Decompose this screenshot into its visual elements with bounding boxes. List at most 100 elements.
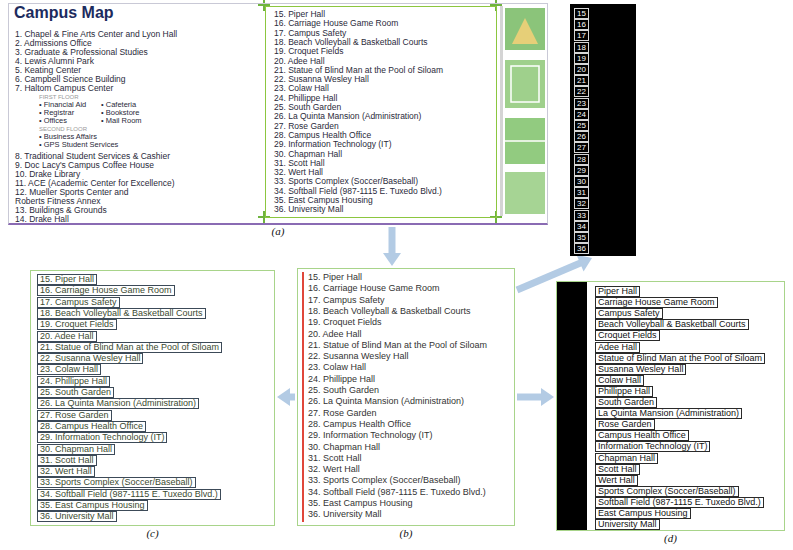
recognition-box: East Campus Housing [595,508,691,519]
sports-field [505,60,545,108]
detection-box: 16. Carriage House Game Room [37,285,175,296]
recognition-box: South Garden [595,397,657,408]
list-line: 15. Piper Hall [274,10,325,19]
box-text: 26 [577,132,586,141]
recognition-box: Wert Hall [595,475,638,486]
list-line: 35. East Campus Housing [274,196,373,205]
box-text: 27 [577,143,586,152]
list-line: 20. Adee Hall [274,57,325,66]
list-line: 23. Colaw Hall [308,363,366,372]
field-lines [505,140,545,142]
recognition-box: Phillippe Hall [595,386,653,397]
arrow-head [277,388,290,406]
list-line: 19. Croquet Fields [274,47,343,56]
number-box: 26 [574,131,589,142]
recognition-box: Chapman Hall [595,453,658,464]
legend-entry: • Mail Room [101,117,142,125]
number-box: 31 [574,187,589,198]
list-line: 35. East Campus Housing [308,499,413,508]
corner-markers [258,0,502,223]
box-text: Softball Field (987-1115 E. Tuxedo Blvd.… [598,498,761,507]
list-line: 36. University Mall [308,510,382,519]
list-line: 16. Carriage House Game Room [274,19,398,28]
flow-arrow [517,388,554,406]
box-text: 15 [577,9,586,18]
detection-box: 31. Scott Hall [37,455,97,466]
box-text: Sports Complex (Soccer/Baseball) [598,487,736,496]
box-text: 20 [577,65,586,74]
legend-entry: • Business Affairs [39,133,97,141]
recognition-box: Softball Field (987-1115 E. Tuxedo Blvd.… [595,497,764,508]
recognition-box: Campus Health Office [595,430,689,441]
recognition-box: Beach Volleyball & Basketball Courts [595,319,749,330]
box-text: 30. Chapman Hall [40,445,112,454]
box-text: Carriage House Game Room [598,298,715,307]
number-box: 20 [574,64,589,75]
list-line: 17. Campus Safety [308,296,385,305]
legend-entry: 14. Drake Hall [15,215,69,224]
box-text: 32. Wert Hall [40,467,92,476]
detection-box: 25. South Garden [37,387,114,398]
detection-panel: (c)15. Piper Hall16. Carriage House Game… [30,270,275,526]
list-line: 32. Wert Hall [308,465,360,474]
box-text: 33. Sports Complex (Soccer/Baseball) [40,478,193,487]
list-line: 36. University Mall [274,205,343,214]
number-box: 36 [574,243,589,254]
recognition-box: Colaw Hall [595,375,644,386]
recognition-box: Campus Safety [595,308,663,319]
detection-box: 24. Phillippe Hall [37,376,110,387]
box-text: Adee Hall [598,343,637,352]
box-text: 24. Phillippe Hall [40,377,107,386]
box-text: 21. Statue of Blind Man at the Pool of S… [40,343,219,352]
panel-caption: (a) [272,226,285,237]
box-text: Chapman Hall [598,454,655,463]
legend-entry: 12. Mueller Sports Center and Roberts Fi… [15,188,155,206]
box-text: 35. East Campus Housing [40,501,145,510]
legend-entry: 4. Lewis Alumni Park [15,57,94,66]
box-text: 29 [577,166,586,175]
detection-box: 36. University Mall [37,511,117,522]
box-text: Scott Hall [598,465,637,474]
box-text: 22 [577,87,586,96]
list-line: 30. Chapman Hall [274,150,342,159]
baseball-field [505,8,545,50]
detection-box: 30. Chapman Hall [37,444,115,455]
map-title: Campus Map [14,5,114,21]
recognition-box: Information Technology (IT) [595,441,710,452]
box-text: 17 [577,31,586,40]
box-text: 24 [577,110,586,119]
detection-box: 17. Campus Safety [37,297,120,308]
list-line: 32. Wert Hall [274,168,323,177]
box-text: Phillippe Hall [598,387,650,396]
legend-entry: 11. ACE (Academic Center for Excellence) [15,179,175,188]
list-line: 33. Sports Complex (Soccer/Baseball) [274,177,418,186]
arrow-shaft [389,227,396,254]
list-line: 34. Softball Field (987-1115 E. Tuxedo B… [274,187,442,196]
detection-box: 21. Statue of Blind Man at the Pool of S… [37,342,222,353]
list-line: 15. Piper Hall [308,273,362,282]
list-line: 31. Scott Hall [274,159,325,168]
recognition-box: Adee Hall [595,342,640,353]
list-line: 21. Statue of Blind Man at the Pool of S… [308,341,487,350]
infield [512,18,538,44]
list-line: 33. Sports Complex (Soccer/Baseball) [308,476,461,485]
arrow-head [541,388,554,406]
legend-entry: • Financial Aid [39,101,86,109]
box-text: 23 [577,99,586,108]
panel-caption: (b) [400,528,413,539]
number-box: 24 [574,109,589,120]
list-line: 20. Adee Hall [308,330,362,339]
box-text: University Mall [598,520,657,529]
box-text: Statue of Blind Man at the Pool of Siloa… [598,354,762,363]
number-box: 16 [574,19,589,30]
arrow-shaft [517,394,542,401]
panel-caption: (d) [664,533,677,544]
list-line: 22. Susanna Wesley Hall [308,352,408,361]
number-box: 15 [574,8,589,19]
box-text: Beach Volleyball & Basketball Courts [598,320,746,329]
recognition-box: Sports Complex (Soccer/Baseball) [595,486,739,497]
detection-box: 34. Softball Field (987-1115 E. Tuxedo B… [37,489,221,500]
detection-box: 26. La Quinta Mansion (Administration) [37,398,199,409]
number-box: 19 [574,53,589,64]
box-text: 35 [577,233,586,242]
